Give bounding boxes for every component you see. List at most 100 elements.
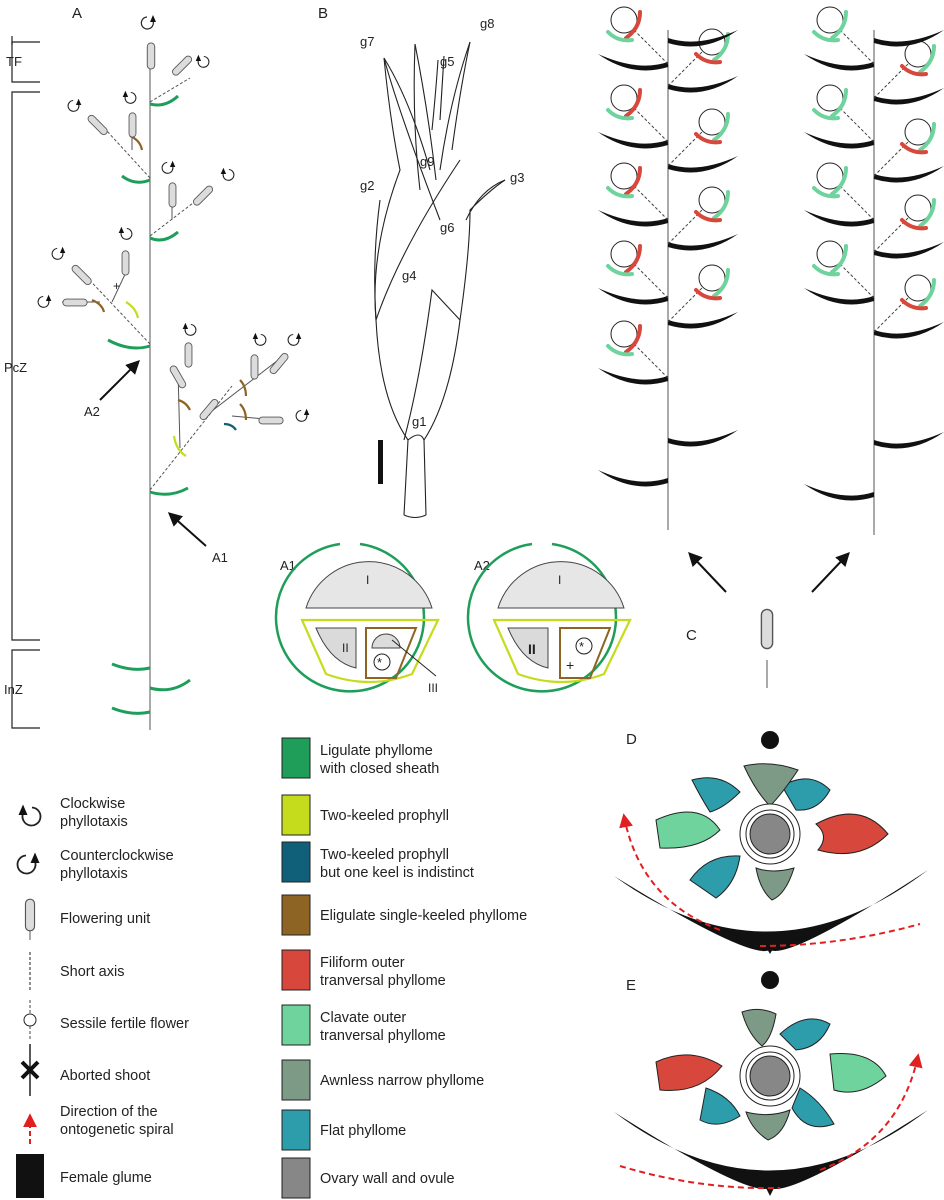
female-glume xyxy=(668,312,738,329)
legend-color-text: Awnless narrow phyllome xyxy=(320,1073,484,1089)
arrow-c-right xyxy=(811,551,850,593)
legend-color-text: Two-keeled prophyll xyxy=(320,808,449,824)
female-glume-d xyxy=(614,870,928,952)
female-glume xyxy=(804,288,874,305)
female-glume xyxy=(668,234,738,251)
svg-text:*: * xyxy=(579,639,584,654)
legend-color-item: Two-keeled prophyll xyxy=(281,794,449,836)
glume-g9: g9 xyxy=(420,154,434,169)
female-glume-e xyxy=(614,1110,928,1190)
female-glume xyxy=(598,470,668,487)
legend-female-glume-text: Female glume xyxy=(60,1170,152,1186)
panel-c-spikelets-left xyxy=(598,6,738,487)
female-glume xyxy=(598,210,668,227)
legend-flowering-unit-text: Flowering unit xyxy=(60,911,150,927)
female-glume xyxy=(598,368,668,385)
female-glume xyxy=(874,88,944,105)
panel-e-label: E xyxy=(626,977,636,994)
panel-d-label: D xyxy=(626,731,637,748)
terminal-flowering-unit xyxy=(146,42,156,70)
svg-text:+: + xyxy=(113,279,120,293)
female-glume xyxy=(668,76,738,93)
legend-color-item: Flat phyllome xyxy=(281,1109,406,1151)
diagram-a1-ii: II xyxy=(342,641,349,655)
female-glume xyxy=(668,156,738,173)
panel-c-label: C xyxy=(686,627,697,644)
aborted-shoot-icon xyxy=(20,1060,40,1080)
floral-diagram-a1: A1 I II * III xyxy=(274,542,440,695)
female-glume xyxy=(874,322,944,339)
diagram-a1-iii: III xyxy=(428,681,438,695)
legend-color-item: Eligulate single-keeled phyllome xyxy=(281,894,527,936)
female-glume xyxy=(598,288,668,305)
zone-inz-label: InZ xyxy=(4,682,23,697)
zone-tf-label: TF xyxy=(6,54,22,69)
legend-flowering-unit: Flowering unit xyxy=(24,898,150,940)
female-glume xyxy=(874,166,944,183)
panel-c: C xyxy=(598,6,944,688)
legend-color-text: Eligulate single-keeled phyllome xyxy=(320,908,527,924)
ovary-e xyxy=(749,1055,791,1097)
legend-color-swatch xyxy=(281,1004,311,1046)
legend-color-swatch xyxy=(281,794,311,836)
panel-b: B g1 g2 g3 g4 g5 g6 g7 g8 xyxy=(318,5,524,519)
arrow-a1-label: A1 xyxy=(212,550,228,565)
axis-dot-e xyxy=(761,971,779,989)
diagram-a2-ii: II xyxy=(528,641,536,657)
female-glume xyxy=(804,132,874,149)
legend-color-swatch xyxy=(281,949,311,991)
clockwise-icon xyxy=(17,803,42,827)
legend-female-glume: Female glume xyxy=(16,1154,152,1198)
female-glume xyxy=(804,210,874,227)
legend-color-text: Ovary wall and ovule xyxy=(320,1171,455,1187)
counterclockwise-icon xyxy=(16,851,41,875)
female-glume xyxy=(598,54,668,71)
glume-g4: g4 xyxy=(402,268,416,283)
panel-c-spikelets-right xyxy=(804,6,944,501)
zone-brackets xyxy=(11,36,40,729)
glume-g6: g6 xyxy=(440,220,454,235)
ligulate-phyllomes xyxy=(107,94,191,715)
female-glume xyxy=(874,242,944,259)
female-glume xyxy=(804,484,874,501)
svg-text:*: * xyxy=(377,655,382,670)
panel-b-label: B xyxy=(318,5,328,22)
arrow-c-left xyxy=(688,551,727,593)
legend-sessile-flower-text: Sessile fertile flower xyxy=(60,1016,189,1032)
glume-g2: g2 xyxy=(360,178,374,193)
glume-g7: g7 xyxy=(360,34,374,49)
legend-aborted-shoot-text: Aborted shoot xyxy=(60,1068,150,1084)
panel-a: A TF PcZ InZ xyxy=(4,5,310,730)
legend-sessile-flower: Sessile fertile flower xyxy=(23,1000,189,1040)
spikelet-drawing xyxy=(374,41,506,519)
axis-dot-d xyxy=(761,731,779,749)
scale-bar xyxy=(378,440,383,484)
legend-color-item: Awnless narrow phyllome xyxy=(281,1059,484,1101)
diagram-a2-i: I xyxy=(558,573,561,587)
flowering-unit-icon xyxy=(24,898,36,932)
legend-color-swatch xyxy=(281,841,311,883)
svg-text:+: + xyxy=(566,657,574,673)
diagram-a1-title: A1 xyxy=(280,558,296,573)
counterclockwise-icon xyxy=(140,14,157,30)
female-glume xyxy=(668,30,738,47)
arrow-a1 xyxy=(167,512,207,547)
panel-d: D xyxy=(614,731,928,954)
diagram-a1-i: I xyxy=(366,573,369,587)
ovary-d xyxy=(749,813,791,855)
panel-e: E xyxy=(614,971,928,1196)
